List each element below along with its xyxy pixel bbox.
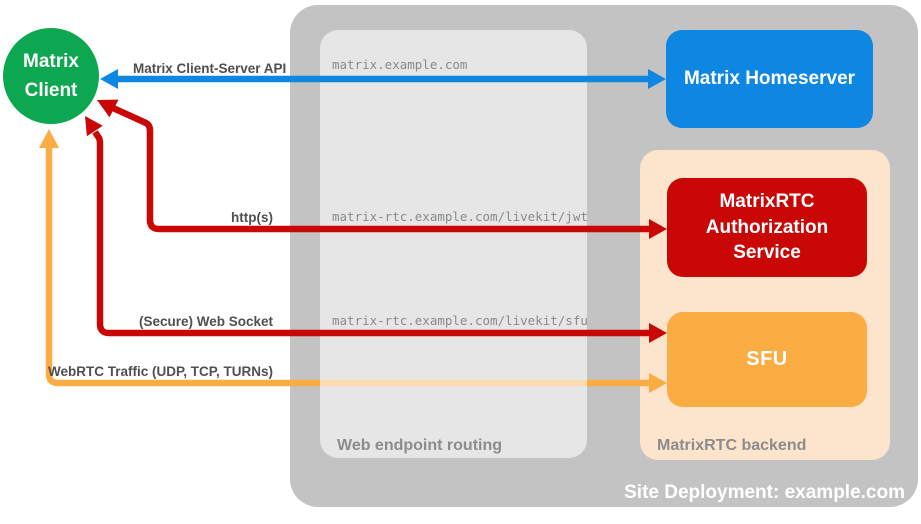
matrix-homeserver-node: Matrix Homeserver — [666, 30, 873, 128]
sfu-node: SFU — [667, 312, 867, 407]
websocket-arrow-label: (Secure) Web Socket — [138, 314, 273, 329]
route-livekit-jwt: matrix-rtc.example.com/livekit/jwt — [332, 209, 588, 224]
webrtc-arrow-label: WebRTC Traffic (UDP, TCP, TURNs) — [47, 364, 273, 379]
matrixrtc-auth-service-label: MatrixRTC Authorization Service — [705, 191, 829, 264]
webrtc-arrowhead-client — [39, 129, 59, 148]
matrix-client-label: Matrix Client — [23, 50, 79, 101]
https-arrow-label: http(s) — [231, 210, 273, 225]
web-endpoint-routing-label: Web endpoint routing — [337, 437, 503, 454]
websocket-arrowhead-client — [85, 116, 103, 137]
cs-api-arrow-label: Matrix Client-Server API — [133, 61, 287, 76]
web-endpoint-routing-container — [320, 30, 587, 458]
route-livekit-sfu: matrix-rtc.example.com/livekit/sfu — [332, 313, 588, 328]
matrix-homeserver-label: Matrix Homeserver — [683, 68, 856, 89]
matrixrtc-auth-service-node: MatrixRTC Authorization Service — [667, 178, 867, 277]
site-deployment-label: Site Deployment: example.com — [624, 482, 905, 503]
sfu-label: SFU — [746, 348, 788, 370]
matrixrtc-backend-label: MatrixRTC backend — [657, 437, 807, 454]
cs-api-arrowhead-client — [100, 69, 118, 89]
https-arrowhead-client — [97, 99, 119, 118]
route-matrix-domain: matrix.example.com — [332, 57, 468, 72]
matrix-client-node: Matrix Client — [3, 28, 99, 124]
